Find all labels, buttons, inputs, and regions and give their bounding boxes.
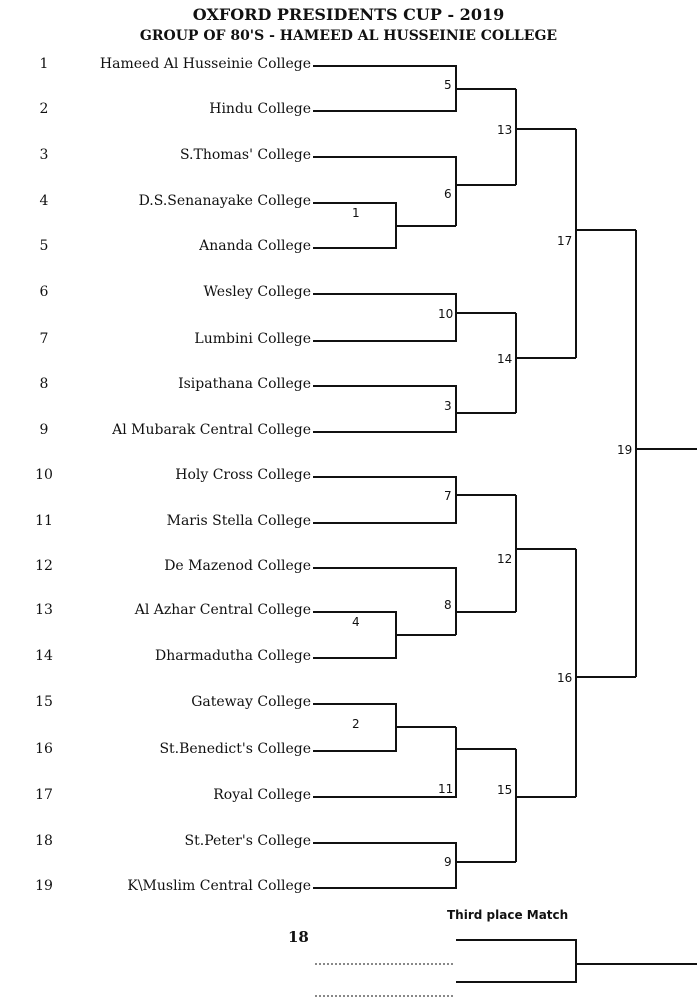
seed-number: 3 [39,147,49,163]
seed-number: 12 [35,558,53,574]
match-number-7: 7 [444,489,452,503]
match-numbers: 5 13 6 1 17 10 14 3 19 7 12 8 4 16 2 11 … [352,78,632,869]
team-name: Lumbini College [194,331,311,347]
match-number-6: 6 [444,187,452,201]
tournament-title: OXFORD PRESIDENTS CUP - 2019 [192,5,505,24]
team-name: Isipathana College [178,376,311,392]
seed-number: 17 [35,787,53,803]
seed-number: 4 [39,193,49,209]
match-number-19: 19 [617,443,632,457]
seed-number: 14 [35,648,53,664]
team-name: St.Benedict's College [159,741,311,757]
team-name: D.S.Senanayake College [138,193,311,209]
seed-number: 15 [35,694,53,710]
match-7-connector [313,476,457,524]
team-name: De Mazenod College [164,558,311,574]
match-number-2: 2 [352,717,360,731]
team-name: Dharmadutha College [155,648,311,664]
match-10-connector [313,293,457,342]
seed-number: 2 [39,101,49,117]
match-number-16: 16 [557,671,572,685]
match-8-connector [313,567,457,635]
match-number-11: 11 [438,782,453,796]
team-name: Maris Stella College [166,513,311,529]
seed-number: 16 [35,741,53,757]
match-number-5: 5 [444,78,452,92]
match-number-8: 8 [444,598,452,612]
match-number-14: 14 [497,352,512,366]
match-number-17: 17 [557,234,572,248]
third-place-label: Third place Match [447,908,569,922]
team-name: Holy Cross College [175,467,311,483]
match-number-12: 12 [497,552,512,566]
team-name: Wesley College [203,284,311,300]
match-3-connector [313,385,457,433]
seed-number: 18 [35,833,53,849]
seed-number: 1 [39,56,49,72]
third-place-match-number: 18 [288,928,309,946]
team-name: Royal College [213,787,311,803]
match-number-10: 10 [438,307,453,321]
match-number-15: 15 [497,783,512,797]
match-11-connector [313,727,457,798]
third-place-connector [456,939,577,983]
team-name: S.Thomas' College [179,147,311,163]
tournament-subtitle: GROUP OF 80'S - HAMEED AL HUSSEINIE COLL… [139,28,558,44]
bracket-lines [313,65,697,983]
team-name: Ananda College [199,238,311,254]
team-name: St.Peter's College [184,833,311,849]
third-place-slots [315,963,455,997]
seed-number: 5 [39,238,49,254]
seed-number: 19 [35,878,53,894]
seed-number: 10 [35,467,53,483]
seed-number: 8 [39,376,49,392]
match-number-4: 4 [352,615,360,629]
team-name: Hindu College [209,101,311,117]
seed-number: 11 [35,513,53,529]
team-name: Hameed Al Husseinie College [99,56,311,72]
match-5-connector [313,65,457,112]
match-number-3: 3 [444,399,452,413]
seed-number: 9 [39,422,49,438]
match-number-9: 9 [444,855,452,869]
team-name: Gateway College [191,694,311,710]
match-number-1: 1 [352,206,360,220]
team-name: Al Azhar Central College [134,602,311,618]
seed-number: 13 [35,602,53,618]
match-9-connector [313,842,457,889]
seed-number: 7 [39,331,49,347]
team-name: Al Mubarak Central College [112,422,311,438]
match-number-13: 13 [497,123,512,137]
team-name: K\Muslim Central College [127,878,311,894]
match-6-connector [313,156,457,226]
seed-number: 6 [39,284,49,300]
